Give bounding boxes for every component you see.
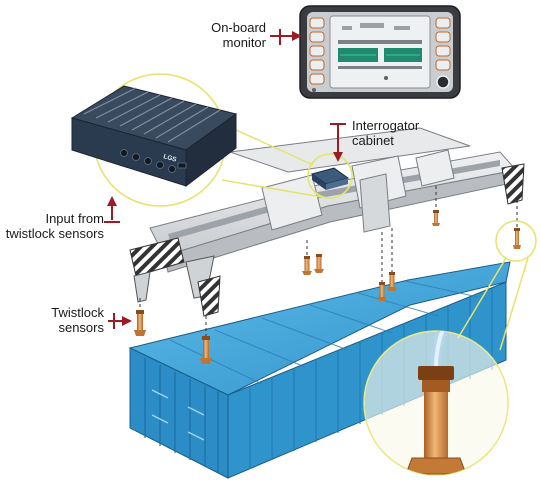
arrow-icon [104, 196, 120, 223]
spreader-beam [129, 127, 525, 317]
twistlock-sensor-icon [432, 210, 440, 226]
arrow-icon [108, 313, 132, 329]
twistlock-sensor-icon [387, 272, 397, 291]
label-line: sensors [58, 320, 104, 335]
twistlock-sensor-icon [513, 228, 521, 249]
label-input-from-twistlock-sensors: Input from twistlock sensors [0, 211, 104, 241]
label-interrogator-cabinet: Interrogator cabinet [352, 118, 419, 148]
twistlock-sensor-icon [302, 256, 312, 275]
twistlock-sensor-icon [200, 336, 212, 364]
label-line: twistlock sensors [5, 226, 104, 241]
input-device-closeup: LGS [70, 73, 238, 207]
twistlock-sensor-icon [134, 310, 146, 336]
callout-circle [495, 220, 537, 262]
label-line: On-board [211, 20, 266, 35]
twistlock-sensor-closeup [363, 330, 509, 476]
on-board-monitor [299, 5, 461, 99]
label-line: monitor [222, 35, 266, 50]
label-twistlock-sensors: Twistlock sensors [34, 305, 104, 335]
label-line: Input from [45, 211, 104, 226]
callout-circle [307, 153, 353, 199]
device-logo: LGS [162, 153, 177, 164]
label-line: cabinet [352, 133, 394, 148]
twistlock-sensor-icon [314, 254, 324, 273]
label-line: Interrogator [352, 118, 420, 133]
arrow-icon [330, 123, 346, 162]
twistlock-sensors [134, 210, 521, 364]
label-on-board-monitor: On-board monitor [196, 20, 266, 50]
interrogator-cabinet [310, 167, 350, 190]
twistlock-sensor-icon [377, 282, 387, 301]
sensor-guide-lines [139, 186, 518, 336]
arrow-icon [270, 29, 302, 45]
label-line: Twistlock [51, 305, 104, 320]
